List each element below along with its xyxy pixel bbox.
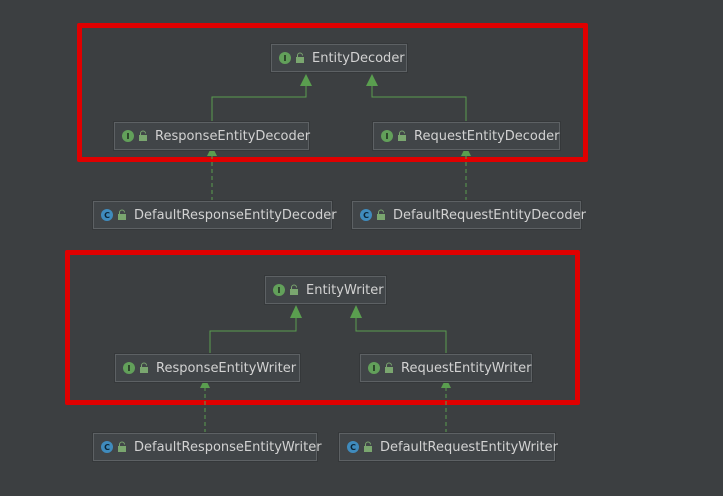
arrowhead [366,74,378,86]
arrowhead [200,378,210,388]
node-label: EntityWriter [306,282,384,298]
lock-icon [364,441,372,452]
node-label: ResponseEntityWriter [156,360,297,376]
lock-icon [118,441,126,452]
arrowhead [461,146,471,156]
lock-icon [398,130,406,141]
node-default-request-entity-writer[interactable]: C DefaultRequestEntityWriter [339,433,558,461]
arrowhead [441,378,451,388]
node-default-request-entity-decoder[interactable]: C DefaultRequestEntityDecoder [352,201,586,229]
node-default-response-entity-decoder[interactable]: C DefaultResponseEntityDecoder [93,201,337,229]
lock-icon [377,209,385,220]
node-label: ResponseEntityDecoder [155,128,311,144]
interface-icon: I [368,362,380,374]
node-label: DefaultRequestEntityDecoder [393,207,586,223]
node-label: RequestEntityDecoder [414,128,560,144]
node-request-entity-writer[interactable]: I RequestEntityWriter [360,354,532,382]
node-label: EntityDecoder [312,50,405,66]
lock-icon [139,130,147,141]
class-icon: C [347,441,359,453]
node-label: RequestEntityWriter [401,360,532,376]
decoder-highlight-box [77,23,588,162]
node-response-entity-writer[interactable]: I ResponseEntityWriter [115,354,300,382]
interface-icon: I [273,284,285,296]
arrowhead [290,305,302,318]
node-label: DefaultResponseEntityWriter [134,439,322,455]
arrowhead [300,74,312,86]
lock-icon [385,362,393,373]
edge-response-writer-extends [209,318,297,354]
interface-icon: I [122,130,134,142]
lock-icon [118,209,126,220]
node-label: DefaultResponseEntityDecoder [134,207,337,223]
class-icon: C [101,209,113,221]
node-request-entity-decoder[interactable]: I RequestEntityDecoder [373,122,560,150]
node-entity-decoder[interactable]: I EntityDecoder [271,44,407,72]
lock-icon [140,362,148,373]
class-icon: C [360,209,372,221]
edge-request-decoder-extends [371,86,467,122]
class-icon: C [101,441,113,453]
interface-icon: I [279,52,291,64]
node-response-entity-decoder[interactable]: I ResponseEntityDecoder [114,122,311,150]
arrowhead [207,146,217,156]
arrowhead [350,305,362,318]
writer-highlight-box [65,250,580,405]
edge-request-writer-extends [355,318,447,354]
node-default-response-entity-writer[interactable]: C DefaultResponseEntityWriter [93,433,322,461]
node-entity-writer[interactable]: I EntityWriter [265,276,386,304]
node-label: DefaultRequestEntityWriter [380,439,558,455]
edge-response-decoder-extends [211,86,307,122]
interface-icon: I [381,130,393,142]
lock-icon [296,52,304,63]
lock-icon [290,284,298,295]
interface-icon: I [123,362,135,374]
